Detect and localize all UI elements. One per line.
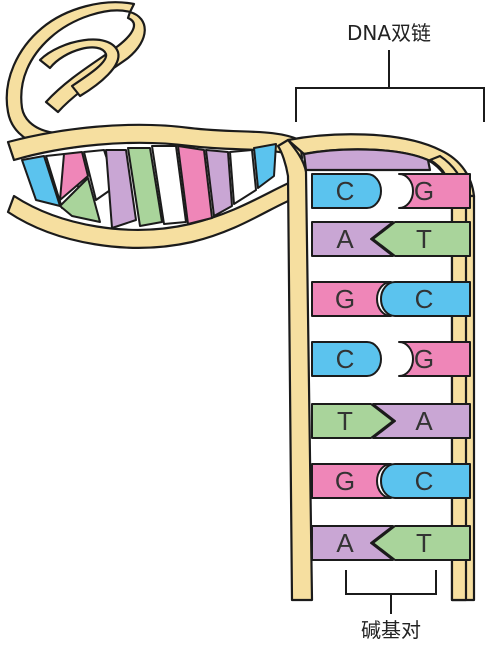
base-right-shape [372,221,471,257]
dna-strand-label: DNA双链 [347,21,431,45]
bottom-bracket [345,570,437,614]
helix-back-ribbon-2 [44,10,146,114]
left-backbone [276,138,314,602]
ladder-top-rung [302,148,432,172]
base-right-letter: A [415,406,433,436]
base-left-letter: C [336,176,355,206]
helix-coil [5,1,304,249]
helix-rung [59,177,101,223]
base-right-shape [380,281,471,317]
base-left-shape [311,341,382,377]
base-right-letter: C [415,284,434,314]
helix-rung [177,145,213,225]
base-right-letter: T [416,224,432,254]
base-right-shape [398,341,471,377]
base-right-shape [398,173,471,209]
base-right-shape [372,403,471,439]
base-left-shape [311,403,394,439]
helix-rung [105,149,137,229]
helix-rungs [21,143,277,229]
helix-rung [229,149,257,205]
helix-rung [127,147,163,227]
base-right-shape [372,525,471,561]
helix-rung [205,149,233,217]
helix-loop-upper [38,38,120,98]
base-left-shape [311,173,382,209]
base-left-letter: A [336,528,354,558]
base-pair-label: 碱基对 [361,618,421,642]
base-left-letter: C [336,344,355,374]
base-left-letter: T [337,406,353,436]
base-left-letter: A [336,224,354,254]
helix-rung [253,143,277,189]
helix-rung [151,145,187,225]
base-left-letter: G [335,466,355,496]
base-right-shape [380,463,471,499]
base-right-letter: C [415,466,434,496]
helix-rung [59,151,89,201]
base-left-letter: G [335,284,355,314]
base-right-letter: G [414,176,434,206]
top-bracket [295,50,485,122]
base-left-shape [311,525,394,561]
base-right-letter: T [416,528,432,558]
base-right-letter: G [414,344,434,374]
base-left-shape [311,221,394,257]
